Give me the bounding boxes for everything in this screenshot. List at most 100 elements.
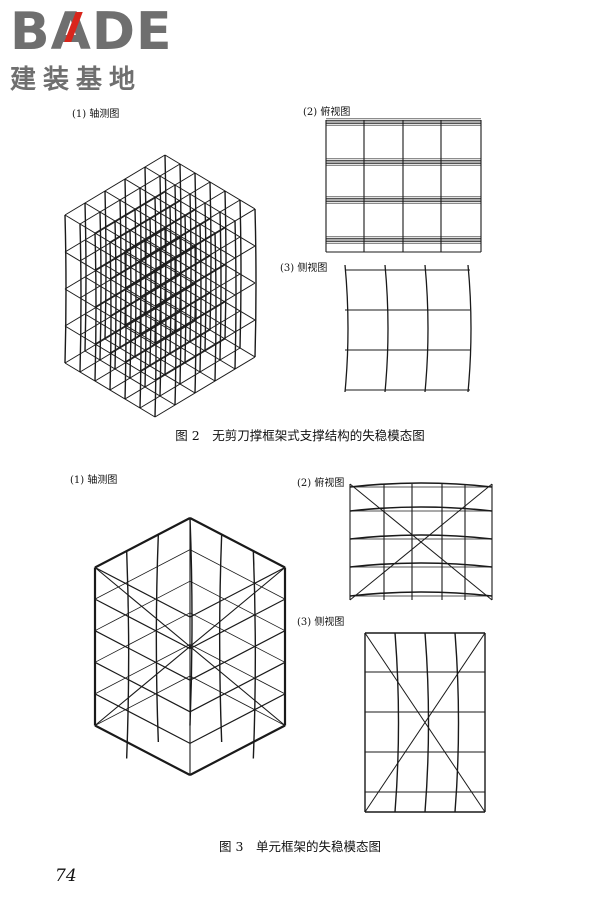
standard-post: [189, 193, 192, 343]
ledger-x: [79, 274, 181, 336]
standard-post: [119, 199, 122, 349]
ledger-x: [79, 163, 181, 225]
logo-wordmark: BADE: [10, 2, 173, 62]
unit-frame-ledger: [94, 724, 191, 776]
standard-post: [214, 232, 217, 382]
standard-post: [199, 223, 202, 373]
unit-frame-ledger: [189, 724, 286, 776]
ledger-y: [144, 203, 236, 259]
standard-post: [64, 214, 67, 364]
unit-frame-ledger: [94, 580, 191, 632]
unit-frame-post: [252, 550, 257, 759]
unit-frame-ledger: [189, 566, 286, 618]
standard-post: [109, 241, 112, 391]
unit-frame-ledger: [189, 580, 286, 632]
top-view-bowed-ledger: [349, 562, 493, 568]
side-view-post: [384, 264, 389, 393]
ledger-x: [94, 320, 196, 382]
page-number: 74: [55, 866, 77, 886]
ledger-x: [94, 246, 196, 308]
ledger-x: [139, 236, 241, 298]
side-view-post: [454, 632, 460, 813]
fig3-top-view-label: (2) 俯视图: [297, 478, 345, 489]
top-view-bowed-ledger: [349, 506, 493, 512]
standard-post: [219, 211, 222, 361]
standard-post: [194, 172, 197, 322]
ledger-x: [94, 172, 196, 234]
ledger-y: [64, 251, 156, 307]
standard-post: [239, 199, 242, 349]
standard-post: [94, 232, 97, 382]
top-view-diagonal: [349, 483, 493, 601]
top-view-bowed-ledger: [349, 534, 493, 540]
ledger-x: [79, 237, 181, 299]
top-view-bowed-ledger: [349, 591, 493, 597]
top-view-bowed-ledger: [349, 482, 493, 488]
standard-post: [149, 217, 152, 367]
ledger-x: [79, 311, 181, 373]
unit-frame-ledger: [189, 549, 286, 600]
fig3-side-view-label: (3) 侧视图: [297, 617, 345, 628]
side-view-post: [424, 264, 429, 393]
ledger-x: [109, 181, 211, 243]
standard-post: [169, 205, 172, 355]
standard-post: [114, 220, 117, 370]
ledger-y: [164, 191, 256, 247]
ledger-x: [109, 255, 211, 317]
ledger-x: [64, 302, 166, 364]
unit-frame-ledger: [189, 630, 286, 681]
ledger-y: [144, 277, 236, 333]
standard-post: [164, 154, 167, 304]
ledger-y: [64, 325, 156, 381]
standard-post: [204, 202, 207, 352]
fig2-axonometric-label: (1) 轴测图: [72, 109, 120, 120]
fig3-axonometric-label: (1) 轴测图: [70, 475, 118, 486]
standard-post: [234, 220, 237, 370]
unit-frame-ledger: [189, 675, 286, 726]
ledger-x: [154, 282, 256, 344]
unit-frame-post: [189, 517, 193, 726]
standard-post: [129, 229, 132, 379]
ledger-x: [139, 347, 241, 409]
unit-frame-post: [125, 550, 130, 759]
unit-frame-ledger: [189, 612, 286, 663]
standard-post: [179, 163, 182, 313]
unit-frame-ledger: [189, 598, 286, 650]
ledger-x: [109, 329, 211, 391]
bade-logo: BADE 建装基地: [10, 6, 185, 96]
unit-frame-ledger: [94, 598, 191, 650]
unit-frame-ledger: [189, 661, 286, 713]
unit-frame-post: [218, 534, 223, 743]
ledger-x: [124, 338, 226, 400]
side-view-post: [394, 632, 400, 813]
unit-frame-ledger: [189, 644, 286, 695]
standard-post: [99, 211, 102, 361]
standard-post: [144, 166, 147, 316]
unit-frame-ledger: [94, 517, 191, 568]
standard-post: [134, 208, 137, 358]
ledger-x: [154, 208, 256, 270]
ledger-y: [84, 313, 176, 369]
ledger-x: [64, 228, 166, 290]
ledger-x: [64, 154, 166, 216]
ledger-x: [154, 245, 256, 307]
side-view-post: [344, 264, 349, 393]
unit-frame-ledger: [94, 661, 191, 713]
side-view-post: [467, 264, 472, 393]
ledger-x: [139, 199, 241, 261]
unit-frame-post: [155, 534, 160, 743]
fig2-top-view-label: (2) 俯视图: [303, 107, 351, 118]
standard-post: [84, 202, 87, 352]
standard-post: [159, 175, 162, 325]
unit-frame-ledger: [94, 675, 191, 726]
side-view-post: [424, 632, 430, 813]
ledger-y: [124, 215, 216, 271]
standard-post: [224, 190, 227, 340]
standard-post: [254, 208, 257, 358]
standard-post: [139, 187, 142, 337]
unit-frame-ledger: [94, 630, 191, 681]
